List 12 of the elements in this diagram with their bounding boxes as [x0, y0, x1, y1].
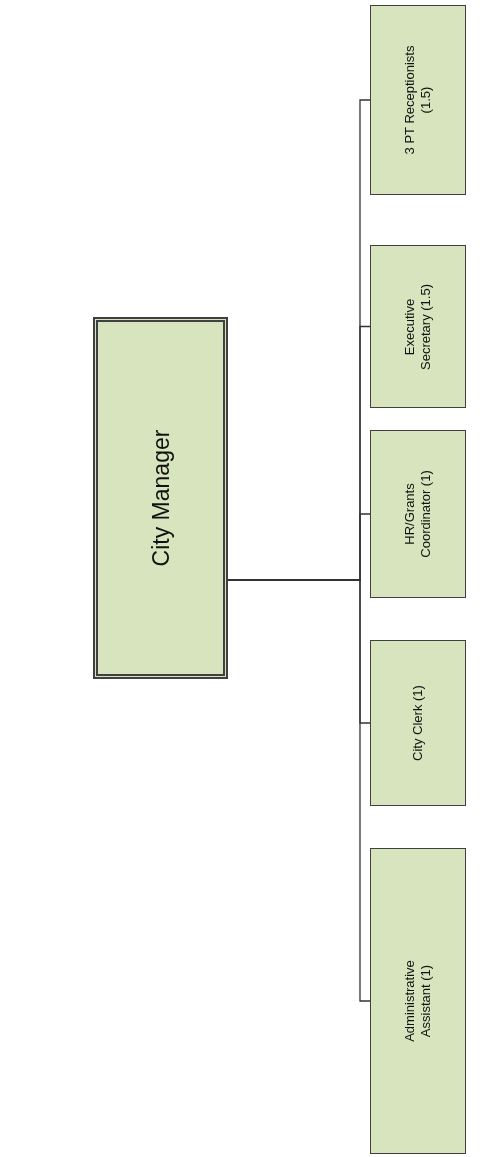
position-title: HR/Grants Coordinator (1) [401, 469, 434, 560]
position-box [370, 245, 466, 408]
position-box [370, 5, 466, 195]
position-title: 3 PT Receptionists (1.5) [401, 45, 434, 155]
position-title: City Clerk (1) [409, 684, 426, 763]
position-title: Administrative Assistant (1) [401, 959, 434, 1044]
position-box [93, 317, 228, 679]
position-title: Executive Secretary (1.5) [401, 282, 434, 372]
position-title: City Manager [146, 428, 175, 569]
position-box [370, 848, 466, 1154]
position-box [370, 640, 466, 806]
position-box [370, 430, 466, 598]
